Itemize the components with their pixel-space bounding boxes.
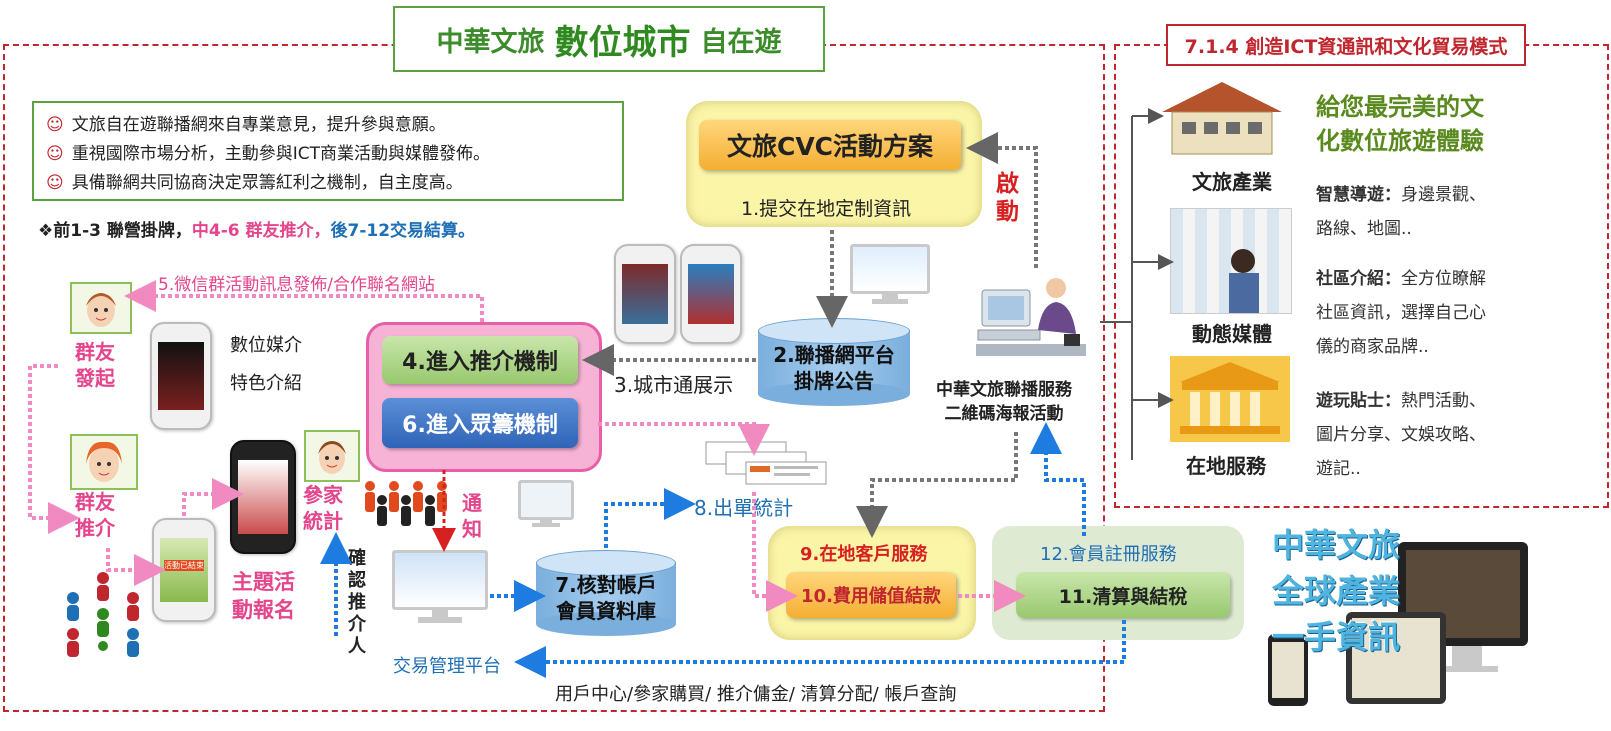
theme-signup-label: 主題活 動報名: [232, 570, 295, 622]
notify-label: 通 知: [462, 491, 482, 541]
receipts-icon: [704, 440, 830, 486]
friend-avatar-icon: [70, 282, 132, 334]
friend-avatar-icon: [70, 434, 138, 490]
benefits-box: ☺文旅自在遊聯播網來自專業意見，提升參與意願。 ☺重視國際市場分析，主動參與IC…: [32, 101, 624, 201]
community-text: 社區介紹：全方位瞭解 社區資訊，選擇自己心 儀的商家品牌..: [1316, 269, 1486, 357]
activate-label: 啟動: [996, 171, 1019, 225]
title-center: 數位城市: [554, 22, 691, 63]
smiley-icon: ☺: [46, 173, 64, 193]
benefit-item: ☺重視國際市場分析，主動參與ICT商業活動與媒體發佈。: [46, 144, 491, 164]
promo-text: 中華文旅 全球產業 一手資訊: [1272, 526, 1401, 656]
smiley-icon: ☺: [46, 115, 64, 135]
smartphone-icon: [614, 244, 676, 344]
right-heading: 給您最完美的文 化數位旅遊體驗: [1316, 93, 1484, 155]
devices-promo-icon: [1262, 534, 1532, 710]
title-right: 自在遊: [700, 26, 782, 58]
people-network-icon: [58, 568, 148, 660]
step3-label: 3.城市通展示: [614, 373, 734, 397]
local-right-label: 在地服務: [1186, 454, 1266, 478]
step8-label: 8.出單統計: [694, 496, 794, 520]
smiley-icon: ☺: [46, 144, 64, 164]
step11-button[interactable]: 11.清算與結稅: [1016, 572, 1230, 618]
signup-phone-icon: 活動已結束: [152, 518, 216, 622]
smartphone-icon: [680, 244, 742, 344]
step10-button[interactable]: 10.費用儲值結款: [786, 572, 956, 618]
media-phone-icon: [150, 322, 212, 430]
media-right-label: 動態媒體: [1192, 322, 1272, 346]
step9-label: 9.在地客戶服務: [800, 544, 928, 565]
platform-line2: 掛牌公告: [794, 369, 874, 393]
crowd-icon: [360, 478, 450, 528]
benefit-item: ☺具備聯網共同協商決定眾籌紅利之機制，自主度高。: [46, 173, 463, 193]
operator-computer-icon: [976, 274, 1090, 366]
shopping-photo: [1170, 208, 1292, 314]
member-database: 7.核對帳戶 會員資料庫: [536, 550, 676, 636]
participant-avatar-icon: [304, 430, 360, 482]
media-line1: 數位媒介: [230, 335, 302, 356]
confirm-recommender-label: 確 認 推 介 人: [348, 548, 366, 657]
temple-icon: [1170, 356, 1290, 442]
small-monitor-icon: [518, 480, 574, 530]
play-tips-text: 遊玩貼士：熱門活動、 圖片分享、文娛攻略、 遊記..: [1316, 391, 1486, 479]
step7-line1: 7.核對帳戶: [555, 573, 657, 597]
step6-button[interactable]: 6.進入眾籌機制: [382, 398, 578, 448]
platform-database: 2.聯播網平台 掛牌公告: [758, 318, 910, 406]
step7-line2: 會員資料庫: [556, 599, 656, 623]
friends-start-label: 群友 發起: [75, 340, 115, 390]
house-icon: [1158, 78, 1286, 156]
service-label: 中華文旅聯播服務 二維碼海報活動: [936, 380, 1072, 424]
platform-line1: 2.聯播網平台: [773, 343, 895, 367]
smart-guide-text: 智慧導遊：身邊景觀、 路線、地圖..: [1316, 185, 1486, 239]
step12-label: 12.會員註冊服務: [1040, 544, 1177, 565]
participants-label: 參家 統計: [303, 483, 343, 533]
cvc-plan-button[interactable]: 文旅CVC活動方案: [699, 120, 961, 170]
bottom-functions-label: 用戶中心/參家購買/ 推介傭金/ 清算分配/ 帳戶查詢: [555, 684, 957, 705]
section-tag: 7.1.4 創造ICT資通訊和文化貿易模式: [1166, 24, 1526, 66]
industry-label: 文旅產業: [1192, 170, 1272, 194]
title-left: 中華文旅: [436, 26, 545, 58]
trade-monitor-icon: [392, 550, 488, 630]
phases-line: ❖前1-3 聯營掛牌，中4-6 群友推介，後7-12交易結算。: [38, 221, 476, 241]
trade-platform-label: 交易管理平台: [393, 656, 501, 677]
step1-label: 1.提交在地定制資訊: [741, 198, 912, 220]
friends-recommend-label: 群友 推介: [75, 490, 115, 540]
android-phone-icon: [230, 440, 296, 554]
main-title: 中華文旅 數位城市 自在遊: [393, 6, 825, 72]
phone-banner: 活動已結束: [164, 560, 204, 571]
benefit-item: ☺文旅自在遊聯播網來自專業意見，提升參與意願。: [46, 115, 446, 135]
media-line2: 特色介紹: [230, 373, 302, 394]
web-monitor-icon: [850, 244, 930, 308]
step5-label: 5.微信群活動訊息發佈/合作聯名網站: [158, 275, 435, 295]
step4-button[interactable]: 4.進入推介機制: [382, 336, 578, 384]
